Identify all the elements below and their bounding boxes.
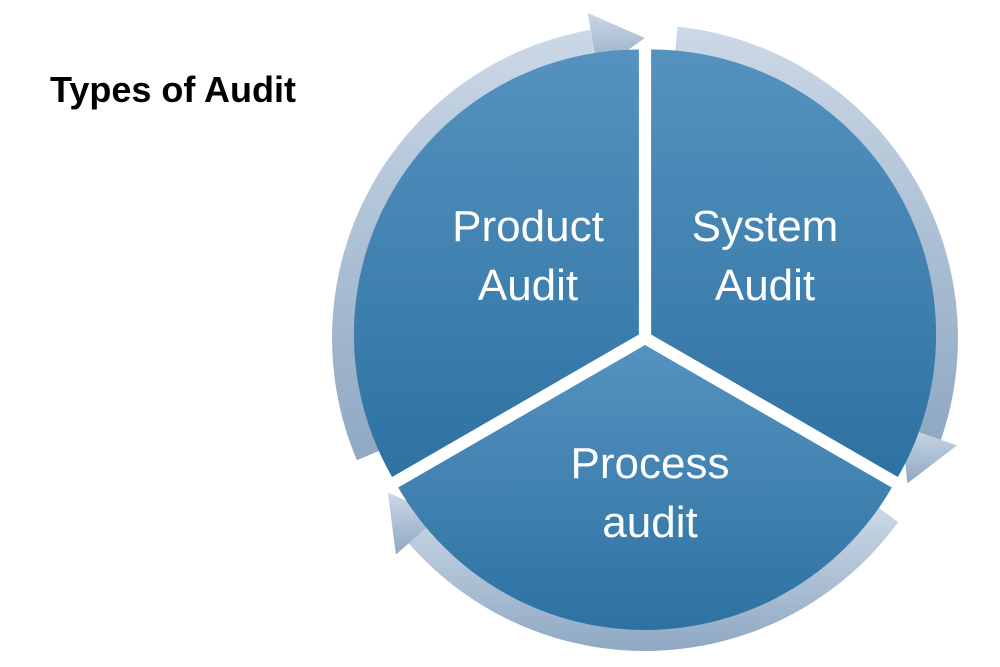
- segment-label-process-line2: audit: [602, 498, 697, 547]
- segment-product-audit: [353, 49, 639, 477]
- cycle-ring-arc: [408, 506, 899, 651]
- segment-label-system-line1: System: [692, 202, 839, 251]
- cycle-ring-arc: [332, 29, 596, 461]
- cycle-ring-arc: [675, 26, 958, 440]
- segment-label-system-line2: Audit: [715, 261, 815, 310]
- cycle-arrow-head: [387, 492, 441, 555]
- slide-title: Types of Audit: [50, 69, 296, 110]
- segment-label-product-line1: Product: [452, 202, 604, 251]
- segment-system-audit: [651, 49, 937, 477]
- segment-label-product-line2: Audit: [478, 261, 578, 310]
- segment-label-process-line1: Process: [571, 439, 730, 488]
- segment-process-audit: [398, 345, 892, 630]
